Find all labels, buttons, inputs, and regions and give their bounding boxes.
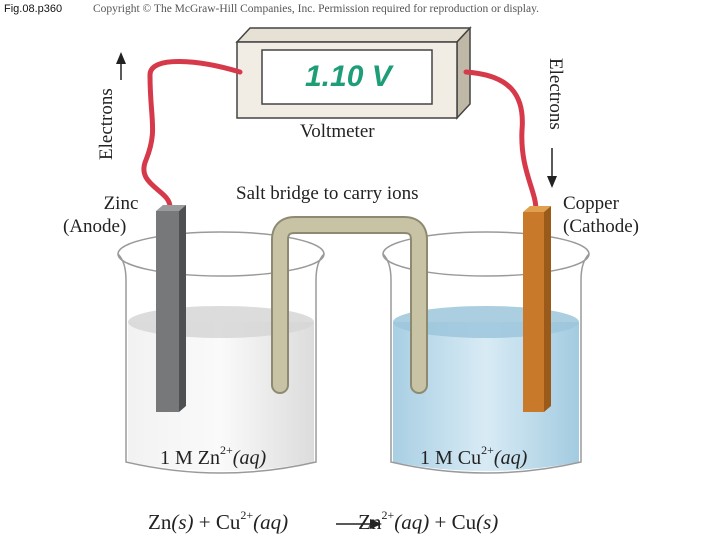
wire-left [141,59,243,210]
anode-name: Zinc [103,193,139,214]
wire-right [463,69,539,213]
reaction-equation: Zn(s) + Cu2+(aq)Zn2+(aq) + Cu(s) [148,508,499,534]
anode-role: (Anode) [63,216,127,237]
electron-arrow-down [547,148,557,188]
copyright-notice: Copyright © The McGraw-Hill Companies, I… [93,3,539,15]
copper-electrode [523,206,551,412]
electron-arrow-up [116,52,126,80]
voltmeter-label: Voltmeter [300,121,375,142]
copper-solution-label: 1 M Cu2+(aq) [420,443,528,469]
cathode-name: Copper [563,193,619,214]
figure-label: Fig.08.p360 [4,3,63,15]
electrons-label-left: Electrons [96,88,117,160]
zinc-solution-label: 1 M Zn2+(aq) [160,443,267,469]
zinc-electrode [156,205,186,412]
salt-bridge-label: Salt bridge to carry ions [236,183,419,204]
cathode-role: (Cathode) [563,216,639,237]
voltmeter-display [261,49,433,105]
zinc-beaker [117,231,325,474]
electrons-label-right: Electrons [545,58,566,130]
voltmeter [235,26,472,120]
voltmeter-reading: 1.10 V [305,60,392,93]
reaction-arrow [336,519,382,529]
